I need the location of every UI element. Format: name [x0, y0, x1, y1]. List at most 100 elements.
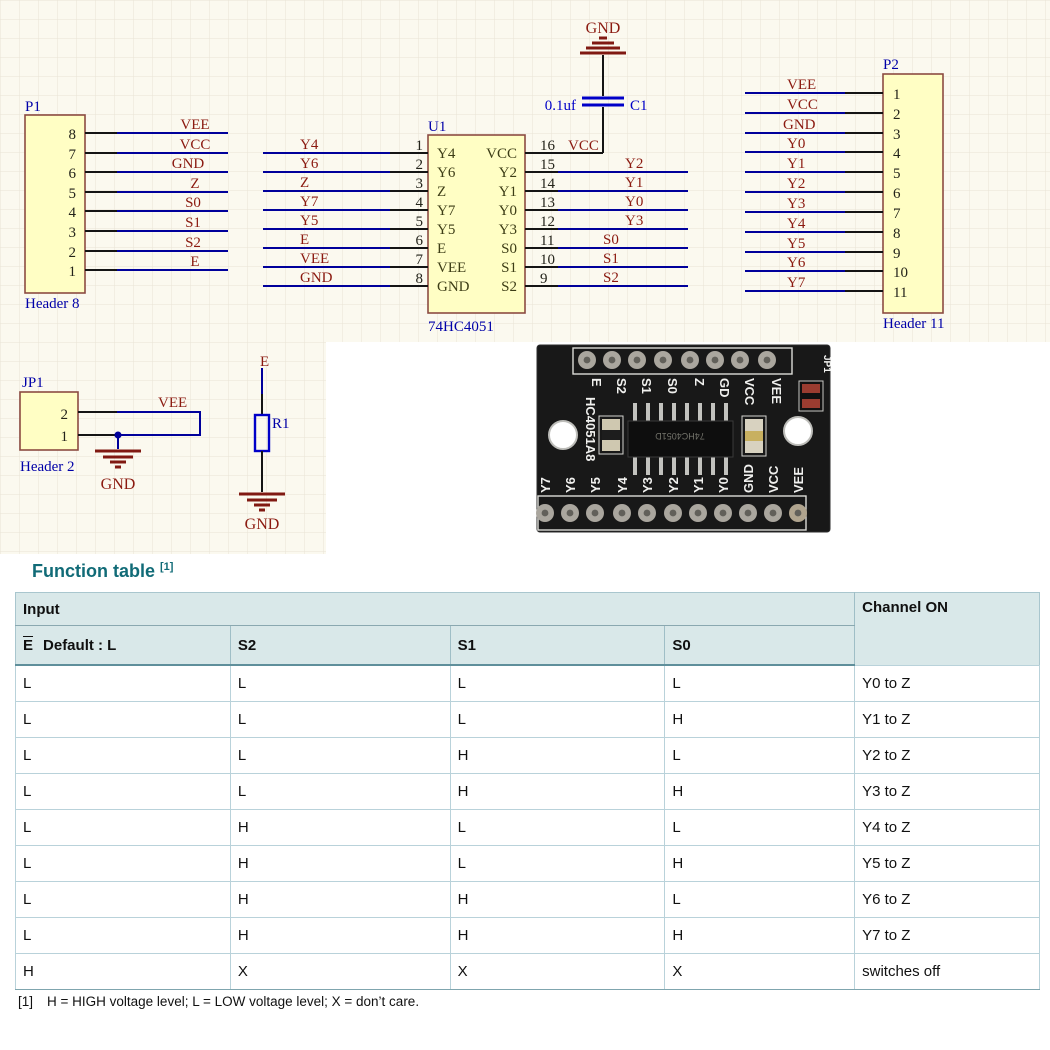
net-label: Y4: [787, 216, 806, 232]
header-s0: S0: [664, 625, 855, 666]
pin-number: 11: [540, 233, 554, 249]
p1-connector: P1 Header 8 8 7 6 5 4 3 2 1 VEE VCC GND …: [24, 99, 228, 312]
gnd-symbol: [95, 449, 141, 469]
pin-number: 14: [540, 176, 556, 192]
pin-number: 1: [416, 138, 424, 154]
schematic-canvas: P1 Header 8 8 7 6 5 4 3 2 1 VEE VCC GND …: [0, 0, 1050, 554]
u1-pin-name: S2: [501, 279, 517, 295]
net-label: VCC: [787, 97, 818, 113]
net-label: Y7: [300, 194, 319, 210]
pin-number: 13: [540, 195, 555, 211]
module-photo: E S2 S1 S0 Z GD VCC VEE JP1 HC4051A8: [536, 344, 832, 533]
pin-number: 4: [69, 205, 77, 221]
pin-number: 10: [893, 265, 908, 281]
u1-pin-name: Y4: [437, 146, 456, 162]
net-label: GND: [300, 270, 333, 286]
pcb-pin-label: S0: [665, 378, 680, 394]
pin-number: 8: [416, 271, 424, 287]
function-table-title: Function table [1]: [32, 561, 174, 581]
pcb-pin-label: Y5: [588, 477, 603, 493]
pin-number: 8: [893, 226, 901, 242]
net-label: Y0: [787, 136, 805, 152]
bottom-pad-row: [536, 504, 807, 522]
top-pad-row: [578, 351, 776, 369]
u1-part: 74HC4051: [428, 319, 494, 335]
p1-pin-stubs: [85, 132, 117, 271]
p2-wires: [745, 92, 845, 292]
smd-capacitor: [598, 415, 624, 455]
net-label: GND: [783, 117, 816, 133]
pcb-pin-label: GND: [741, 464, 756, 493]
pin-number: 3: [69, 225, 77, 241]
net-label: E: [190, 254, 199, 270]
pcb-pin-label: Y4: [615, 476, 630, 493]
net-label: Y2: [625, 156, 643, 172]
pin-number: 2: [69, 245, 77, 261]
net-label: Y5: [787, 236, 805, 252]
ic-marking: 74HC4051D: [655, 431, 705, 441]
pin-number: 8: [69, 127, 77, 143]
power-gnd-symbol: [580, 36, 626, 55]
pin-number: 6: [69, 166, 77, 182]
gnd-symbol: [239, 492, 285, 512]
pin-number: 4: [416, 195, 424, 211]
footnote-ref: [1]: [160, 561, 174, 573]
header-s1: S1: [449, 625, 665, 666]
u1-pin-name: Y3: [499, 222, 517, 238]
c1-value: 0.1uf: [545, 98, 576, 114]
jp1-connector: JP1 Header 2 2 1 VEE GND: [19, 375, 201, 493]
u1-pin-name: VEE: [437, 260, 466, 276]
jp1-type: Header 2: [20, 459, 75, 475]
net-label: E: [300, 232, 309, 248]
pcb-pin-label: GD: [717, 378, 732, 398]
u1-pin-name: S1: [501, 260, 517, 276]
pcb-pin-label: E: [589, 378, 604, 387]
gnd-label: GND: [245, 516, 280, 533]
mounting-hole: [783, 416, 813, 446]
u1-left-pin-stubs: [390, 152, 428, 287]
u1-pin-name: VCC: [486, 146, 517, 162]
net-label: S2: [185, 235, 201, 251]
pin-number: 12: [540, 214, 555, 230]
p1-wires: [117, 132, 228, 271]
net-label: Y6: [787, 255, 806, 271]
net-label: VCC: [568, 138, 599, 154]
pin-number: 2: [893, 107, 901, 123]
net-label: Y1: [787, 156, 805, 172]
pin-number: 7: [893, 206, 901, 222]
p2-ref: P2: [883, 57, 899, 73]
footnote-tag: [1]: [18, 994, 34, 1009]
pin-number: 1: [61, 429, 69, 445]
ic-pins: [633, 403, 728, 475]
net-label: VEE: [158, 395, 187, 411]
jp1-ref: JP1: [22, 375, 44, 391]
r1-ref: R1: [272, 416, 290, 432]
mounting-hole: [548, 420, 578, 450]
net-label: S2: [603, 270, 619, 286]
u1-pin-name: Y7: [437, 203, 456, 219]
pcb-pin-label: Y7: [538, 477, 553, 493]
pcb-jp1-label: JP1: [821, 355, 832, 373]
net-label: Y5: [300, 213, 318, 229]
pin-number: 2: [61, 407, 69, 423]
pin-number: 1: [69, 264, 77, 280]
p2-connector: P2 Header 11 1 2 3 4 5 6 7 8 9 10 11 VEE…: [745, 57, 945, 332]
pin-number: 3: [416, 176, 424, 192]
net-label: Z: [190, 176, 199, 192]
pcb-pin-label: S1: [639, 378, 654, 394]
u1-pin-name: S0: [501, 241, 517, 257]
pcb-pin-label: S2: [614, 378, 629, 394]
u1-right-wires: [558, 171, 688, 287]
pcb-pin-label: Y6: [563, 477, 578, 493]
u1-pin-name: GND: [437, 279, 470, 295]
